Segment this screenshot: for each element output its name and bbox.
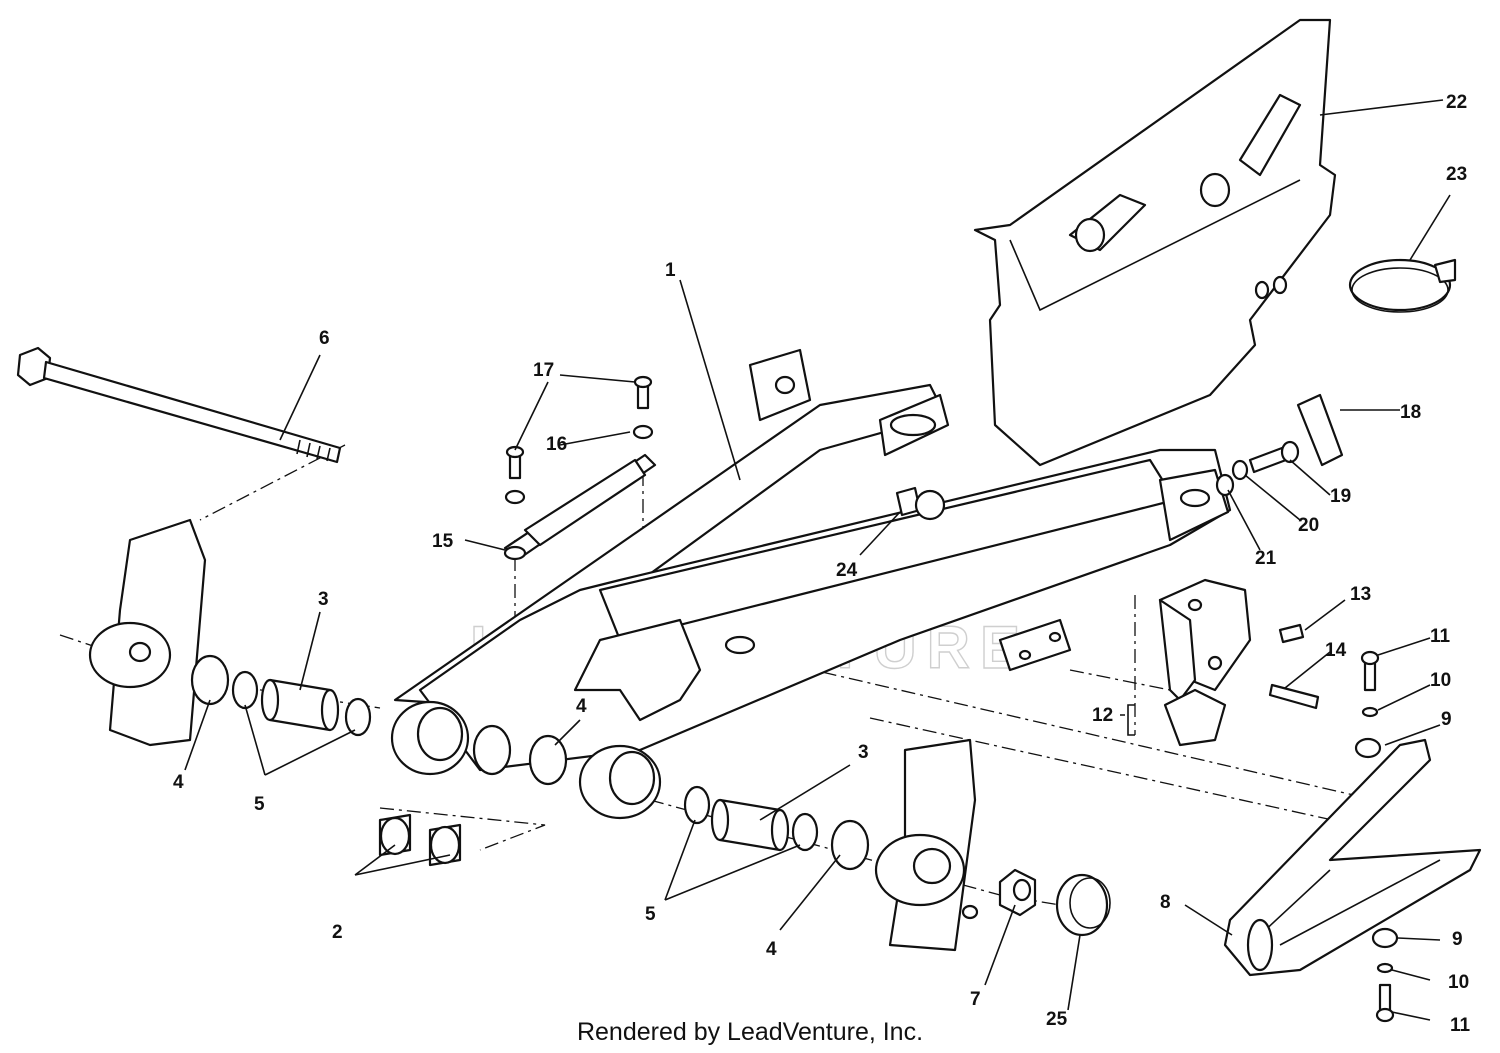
left-frame-mount <box>88 518 207 747</box>
callout-5-left: 5 <box>254 794 265 815</box>
callout-16: 16 <box>546 434 567 455</box>
callout-6: 6 <box>319 328 330 349</box>
callout-2: 2 <box>332 922 343 943</box>
callout-17: 17 <box>533 360 554 381</box>
dust-seal-right <box>830 819 870 871</box>
lock-washer-upper <box>1361 706 1379 718</box>
adjuster-nut <box>1231 459 1249 481</box>
adjuster-washer <box>1215 473 1235 497</box>
lock-washer-lower <box>1376 962 1394 974</box>
callout-24: 24 <box>836 560 858 581</box>
callout-21: 21 <box>1255 548 1277 569</box>
pivot-cap <box>1055 873 1111 937</box>
chain-adjuster-bolt <box>1248 440 1300 474</box>
callout-8: 8 <box>1160 892 1171 913</box>
callout-19: 19 <box>1330 486 1351 507</box>
needle-bearing-left <box>378 813 412 857</box>
rubber-pad <box>1296 393 1344 467</box>
callout-11-upper: 11 <box>1430 626 1451 647</box>
callout-20: 20 <box>1298 515 1319 536</box>
o-ring-right-inner <box>683 785 711 825</box>
callout-22: 22 <box>1446 92 1467 113</box>
mounting-bolt-upper <box>1360 650 1380 692</box>
callout-23: 23 <box>1446 164 1467 185</box>
pivot-collar-left <box>260 678 340 732</box>
callout-10-lower: 10 <box>1448 972 1469 993</box>
callout-4-right: 4 <box>766 939 777 960</box>
callout-9-upper: 9 <box>1441 709 1452 730</box>
pivot-bolt <box>16 346 342 464</box>
callout-18: 18 <box>1400 402 1421 423</box>
mounting-bolt-lower <box>1375 983 1395 1023</box>
hose-clamp <box>1348 258 1457 313</box>
leader-lines <box>184 99 1451 1021</box>
callout-5-right: 5 <box>645 904 656 925</box>
spacer-block <box>748 348 812 422</box>
callout-11-lower: 11 <box>1450 1015 1471 1036</box>
o-ring-left-outer <box>231 670 259 710</box>
dust-seal-center-left <box>472 724 512 776</box>
callout-4-center: 4 <box>576 696 587 717</box>
collar-upper <box>1354 737 1382 759</box>
dust-seal-center-right <box>528 734 568 786</box>
collar-lower <box>1371 927 1399 949</box>
right-frame-mount <box>874 738 979 952</box>
callout-14: 14 <box>1325 640 1347 661</box>
plug-fitting <box>895 486 946 521</box>
callout-3-left: 3 <box>318 589 329 610</box>
chain-guard <box>973 18 1337 467</box>
o-ring-right-outer <box>791 812 819 852</box>
callout-15: 15 <box>432 531 454 552</box>
mount-bracket-assembly <box>1158 578 1320 747</box>
callout-13: 13 <box>1350 584 1371 605</box>
callout-1: 1 <box>665 260 676 281</box>
rendered-by-footer: Rendered by LeadVenture, Inc. <box>576 1018 924 1046</box>
callout-3-right: 3 <box>858 742 869 763</box>
pivot-collar-right <box>710 798 790 852</box>
o-ring-left-inner <box>344 697 372 737</box>
dust-seal-left <box>190 654 230 706</box>
callout-12: 12 <box>1092 705 1113 726</box>
pivot-nut <box>998 868 1037 917</box>
needle-bearing-right <box>428 823 462 867</box>
callout-10-upper: 10 <box>1430 670 1451 691</box>
chain-slider-plate <box>503 375 657 561</box>
callout-7: 7 <box>970 989 981 1010</box>
callout-9-lower: 9 <box>1452 929 1463 950</box>
callout-25: 25 <box>1046 1009 1068 1030</box>
swingarm <box>390 383 1232 820</box>
chain-slider <box>1223 738 1482 977</box>
callout-4-left: 4 <box>173 772 184 793</box>
